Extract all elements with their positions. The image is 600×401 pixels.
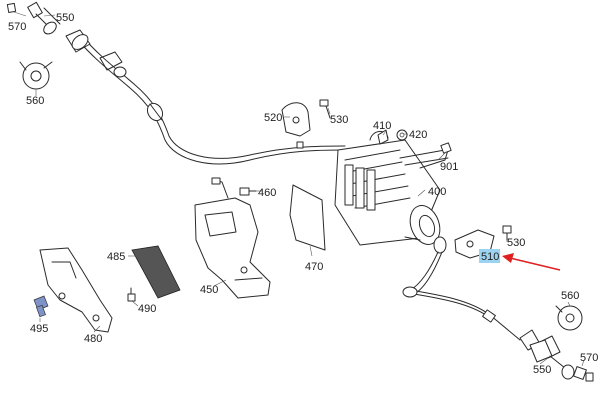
label-560-top[interactable]: 560 xyxy=(26,95,44,107)
pad-485 xyxy=(131,245,181,299)
clip-560-bottom xyxy=(555,305,583,331)
label-485[interactable]: 485 xyxy=(107,251,125,263)
main-cable xyxy=(77,35,346,165)
clip-560-top xyxy=(19,61,53,90)
cable-end-top-left xyxy=(27,1,164,122)
label-450[interactable]: 450 xyxy=(200,284,218,296)
red-arrow xyxy=(502,253,561,271)
label-470[interactable]: 470 xyxy=(305,261,323,273)
panel-470 xyxy=(289,184,326,251)
screw-495 xyxy=(33,295,49,318)
label-550-top[interactable]: 550 xyxy=(56,12,74,24)
label-400[interactable]: 400 xyxy=(428,186,446,198)
label-520[interactable]: 520 xyxy=(264,112,282,124)
label-495[interactable]: 495 xyxy=(30,323,48,335)
label-490[interactable]: 490 xyxy=(138,303,156,315)
label-460[interactable]: 460 xyxy=(258,187,276,199)
leader-lines xyxy=(13,11,585,367)
highlight-510 xyxy=(479,249,500,263)
nut-490 xyxy=(127,287,136,302)
bracket-480 xyxy=(39,247,113,333)
label-410[interactable]: 410 xyxy=(373,120,391,132)
label-530-right[interactable]: 530 xyxy=(507,237,525,249)
label-550-bottom[interactable]: 550 xyxy=(533,364,551,376)
screw-460 xyxy=(239,187,257,196)
washer-410-420 xyxy=(377,129,408,145)
label-480[interactable]: 480 xyxy=(84,333,102,345)
screw-530-top xyxy=(296,99,331,149)
bracket-450 xyxy=(194,177,271,299)
actuator-400 xyxy=(334,131,449,246)
label-901[interactable]: 901 xyxy=(440,161,458,173)
label-510[interactable]: 510 xyxy=(481,251,499,263)
nut-570-top xyxy=(6,2,17,13)
label-570-bottom[interactable]: 570 xyxy=(580,352,598,364)
label-420[interactable]: 420 xyxy=(409,129,427,141)
cable-end-bottom-right xyxy=(529,339,587,380)
connector-901 xyxy=(419,142,452,169)
label-560-bottom[interactable]: 560 xyxy=(561,290,579,302)
label-570-top[interactable]: 570 xyxy=(8,21,26,33)
nut-570-bottom xyxy=(585,372,594,382)
label-530-top[interactable]: 530 xyxy=(330,114,348,126)
bracket-520 xyxy=(281,102,311,137)
screw-530-right xyxy=(502,225,512,241)
